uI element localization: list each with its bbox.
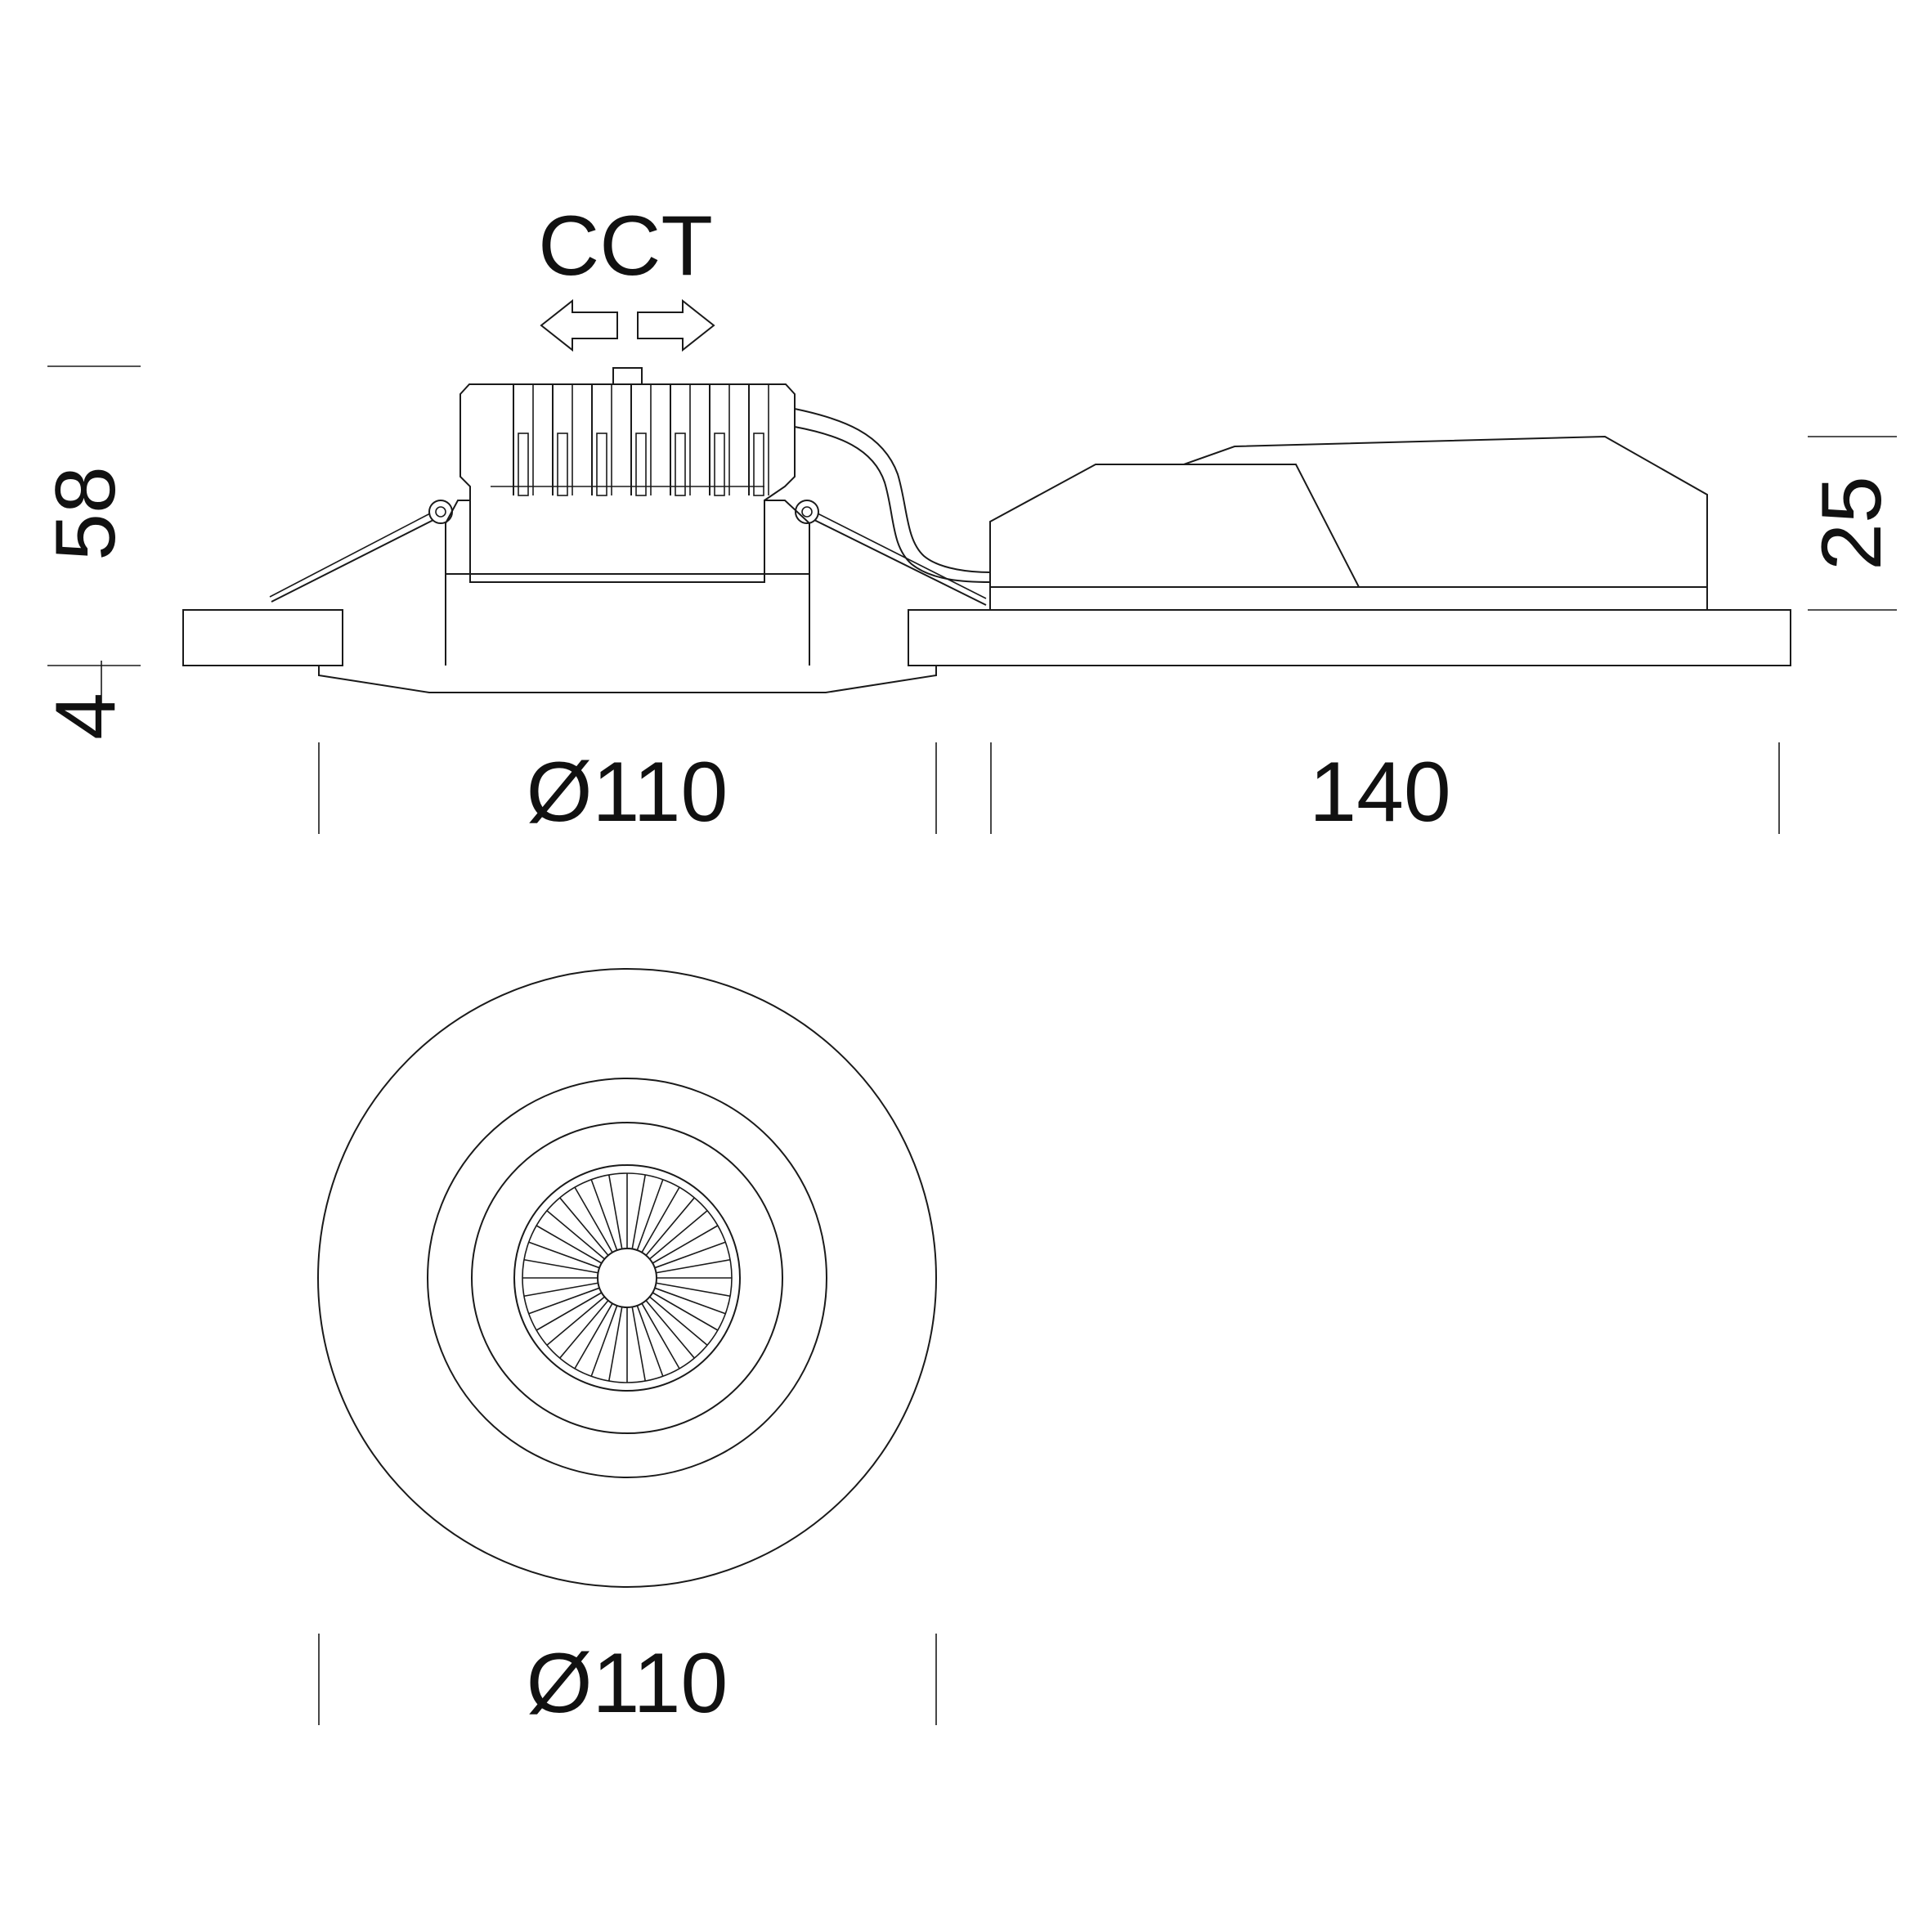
cct-label: CCT <box>538 199 713 294</box>
cct-arrow-left-icon <box>540 298 618 352</box>
heat-sink-slot <box>753 433 764 496</box>
louvre-blade <box>649 1210 708 1260</box>
louvre-blade <box>652 1225 719 1264</box>
louvre-blade <box>528 1287 600 1315</box>
louvre-blade <box>523 1282 598 1298</box>
front-view: Ø110 <box>317 968 937 1731</box>
louvre-blade <box>654 1241 726 1269</box>
louvre-blade <box>649 1296 708 1346</box>
louvre-blade <box>523 1258 598 1274</box>
lens-ring <box>471 1122 783 1434</box>
louvre-blade <box>574 1186 613 1253</box>
led-driver <box>989 435 1708 610</box>
dim-flange-4-label: 4 <box>38 693 133 740</box>
louvre-blade <box>636 1179 664 1251</box>
louvre-blade <box>528 1241 600 1269</box>
dim-front-diameter-label: Ø110 <box>527 1636 728 1731</box>
dim-flange-4: 4 <box>38 661 141 740</box>
louvre-blade <box>546 1210 605 1260</box>
ceiling-section <box>182 609 1791 666</box>
heat-sink-slot <box>635 433 647 496</box>
louvre-blade <box>574 1302 613 1369</box>
heat-sink-slot <box>596 433 607 496</box>
louvre-blade <box>536 1225 603 1264</box>
louvre-blades <box>522 1173 732 1383</box>
louvre-blade <box>641 1302 680 1369</box>
louvre-blade <box>641 1186 680 1253</box>
dim-height-58: 58 <box>38 365 141 561</box>
louvre-blade <box>656 1258 731 1274</box>
louvre-blade <box>546 1296 605 1346</box>
trim-flange <box>318 666 937 693</box>
louvre-blade <box>559 1197 609 1256</box>
dim-driver-length-140: 140 <box>990 742 1780 840</box>
spring-clip-right <box>795 500 987 606</box>
louvre-blade <box>631 1174 647 1249</box>
trim-outer-ring <box>317 968 937 1588</box>
louvre-blade <box>645 1300 695 1359</box>
louvre-blade <box>631 1307 647 1382</box>
honeycomb-louvre <box>513 1164 741 1392</box>
louvre-blade <box>654 1287 726 1315</box>
louvre-blade <box>590 1179 618 1251</box>
louvre-blade <box>536 1292 603 1331</box>
heat-sink-slot <box>675 433 686 496</box>
dim-driver-height-25: 25 <box>1804 436 1899 611</box>
louvre-blade <box>645 1197 695 1256</box>
led-center <box>597 1248 657 1308</box>
heat-sink-slot <box>714 433 725 496</box>
dim-side-diameter: Ø110 <box>318 742 937 840</box>
dim-driver-height-25-label: 25 <box>1804 476 1899 571</box>
louvre-blade <box>636 1305 664 1377</box>
cct-arrow-right-icon <box>637 298 715 352</box>
connection-cable <box>794 408 991 583</box>
dim-driver-length-140-label: 140 <box>1309 745 1451 840</box>
heat-sink-slot <box>518 433 529 496</box>
heat-sink-slot <box>557 433 568 496</box>
dim-side-diameter-label: Ø110 <box>527 745 728 840</box>
dim-height-58-label: 58 <box>38 466 133 561</box>
louvre-blade <box>607 1174 623 1249</box>
reflector-ring <box>427 1078 827 1478</box>
luminaire-housing <box>445 500 810 666</box>
heat-sink <box>459 367 796 501</box>
dim-front-diameter: Ø110 <box>318 1634 937 1731</box>
louvre-blade <box>607 1307 623 1382</box>
louvre-blade <box>656 1282 731 1298</box>
louvre-blade <box>652 1292 719 1331</box>
side-view: CCT <box>38 199 1899 840</box>
louvre-blade <box>590 1305 618 1377</box>
spring-clip-left <box>269 500 453 603</box>
louvre-blade <box>559 1300 609 1359</box>
